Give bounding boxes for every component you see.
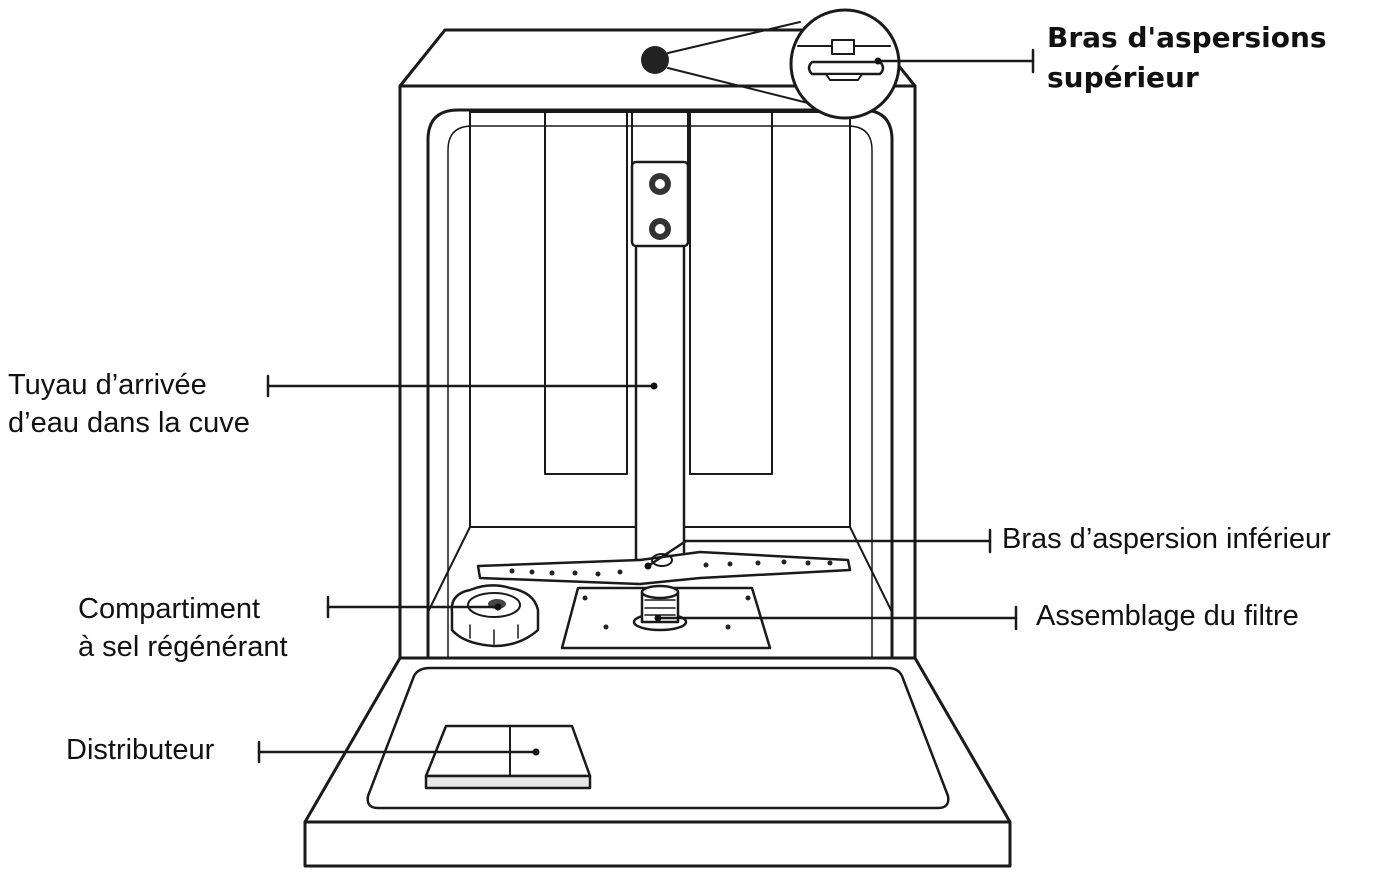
filter-assembly-label: Assemblage du filtre <box>1036 597 1299 635</box>
upper-spray-arm-label-line2: supérieur <box>1047 58 1327 98</box>
salt-compartment-label-line2: à sel régénérant <box>78 628 288 666</box>
lower-spray-arm-label: Bras d’aspersion inférieur <box>1002 520 1331 558</box>
salt-compartment-label: Compartiment à sel régénérant <box>78 590 288 666</box>
water-pipe-label: Tuyau d’arrivée d’eau dans la cuve <box>8 366 250 442</box>
water-pipe-label-line2: d’eau dans la cuve <box>8 404 250 442</box>
water-pipe-label-line1: Tuyau d’arrivée <box>8 366 250 404</box>
detergent-dispenser <box>426 726 590 788</box>
open-door <box>305 658 1010 866</box>
upper-spray-arm-label: Bras d'aspersions supérieur <box>1047 18 1327 98</box>
water-pipe <box>632 112 688 560</box>
upper-spray-arm-label-line1: Bras d'aspersions <box>1047 18 1327 58</box>
dispenser-label: Distributeur <box>66 731 214 769</box>
salt-compartment-cap <box>452 585 538 646</box>
salt-compartment-label-line1: Compartiment <box>78 590 288 628</box>
